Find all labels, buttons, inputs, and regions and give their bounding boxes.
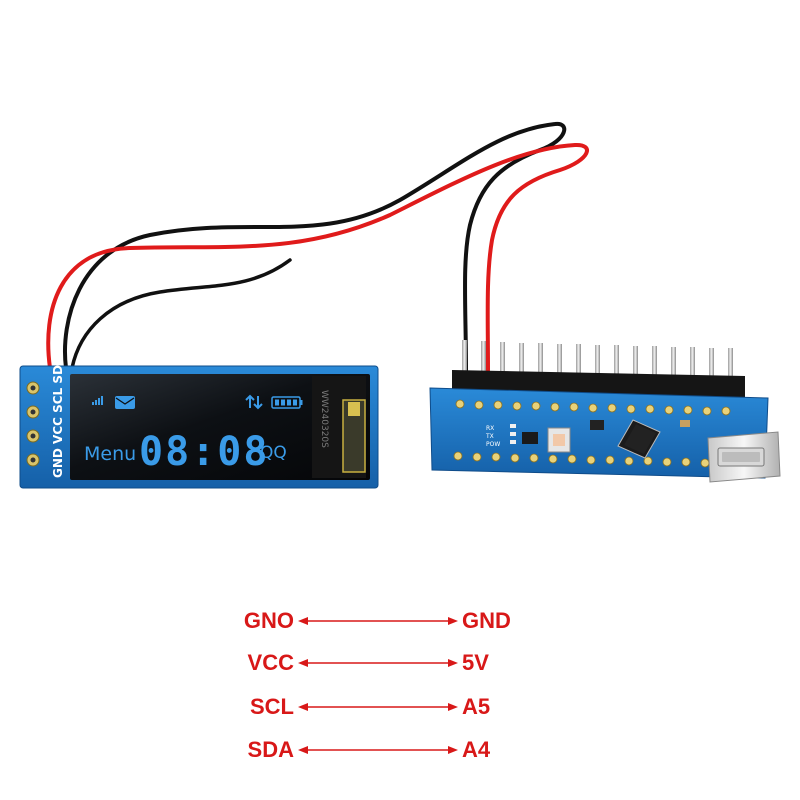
- wiring-row-2: VCC 5V: [248, 650, 490, 675]
- oled-pin-name-2: VCC: [248, 650, 295, 675]
- wiring-row-4: SDA A4: [248, 737, 491, 762]
- arrow-both-icon: [298, 703, 458, 711]
- oled-flex-tape: [342, 399, 366, 473]
- wire-black-lower: [70, 258, 292, 370]
- arduino-pin-name-4: A4: [462, 737, 491, 762]
- oled-menu-label: Menu: [84, 443, 136, 465]
- arrow-both-icon: [298, 746, 458, 754]
- arduino-pin-name-2: 5V: [462, 650, 489, 675]
- transfer-arrows-icon: [245, 394, 263, 410]
- envelope-icon: [115, 396, 135, 409]
- wiring-row-3: SCL A5: [250, 694, 490, 719]
- oled-pin-name-4: SDA: [248, 737, 295, 762]
- wiring-row-1: GNO GND: [244, 608, 511, 633]
- wire-black-upper: [63, 121, 567, 372]
- oled-qq-label: QQ: [260, 443, 287, 463]
- nano-regulator: [590, 420, 604, 430]
- reset-button: [547, 427, 571, 453]
- arduino-nano: RX TX POW: [429, 340, 781, 483]
- oled-pin-name-1: GNO: [244, 608, 294, 633]
- nano-capacitor: [680, 420, 690, 427]
- nano-header-pins: [462, 340, 733, 388]
- oled-flex-code: WW240320S: [319, 390, 329, 448]
- nano-top-pads: [455, 399, 731, 416]
- nano-leds: [510, 424, 516, 444]
- wiring-table: GNO GND VCC 5V SCL: [244, 608, 511, 762]
- oled-pin-name-3: SCL: [250, 694, 294, 719]
- nano-silkscreen: RX TX POW: [485, 425, 500, 448]
- arrow-both-icon: [298, 617, 458, 625]
- jumper-wires: [46, 121, 589, 372]
- oled-flex-contact: [348, 402, 360, 416]
- wire-red-upper: [46, 142, 589, 372]
- silk-pow: POW: [486, 441, 500, 448]
- usb-connector: [707, 431, 781, 483]
- arduino-pin-name-1: GND: [462, 608, 511, 633]
- silk-rx: RX: [486, 425, 494, 432]
- oled-clock: 08:08: [139, 429, 269, 475]
- signal-icon: [92, 396, 103, 405]
- oled-pin-labels: GND VCC SCL SDA: [51, 355, 65, 478]
- arduino-pin-name-3: A5: [462, 694, 490, 719]
- nano-mcu-chip: [617, 419, 661, 459]
- oled-header-pins: [26, 381, 40, 467]
- oled-module: GND VCC SCL SDA WW240320S: [19, 355, 379, 489]
- silk-tx: TX: [485, 433, 494, 440]
- nano-small-chip: [522, 432, 538, 444]
- arrow-both-icon: [298, 659, 458, 667]
- battery-icon: [271, 396, 303, 409]
